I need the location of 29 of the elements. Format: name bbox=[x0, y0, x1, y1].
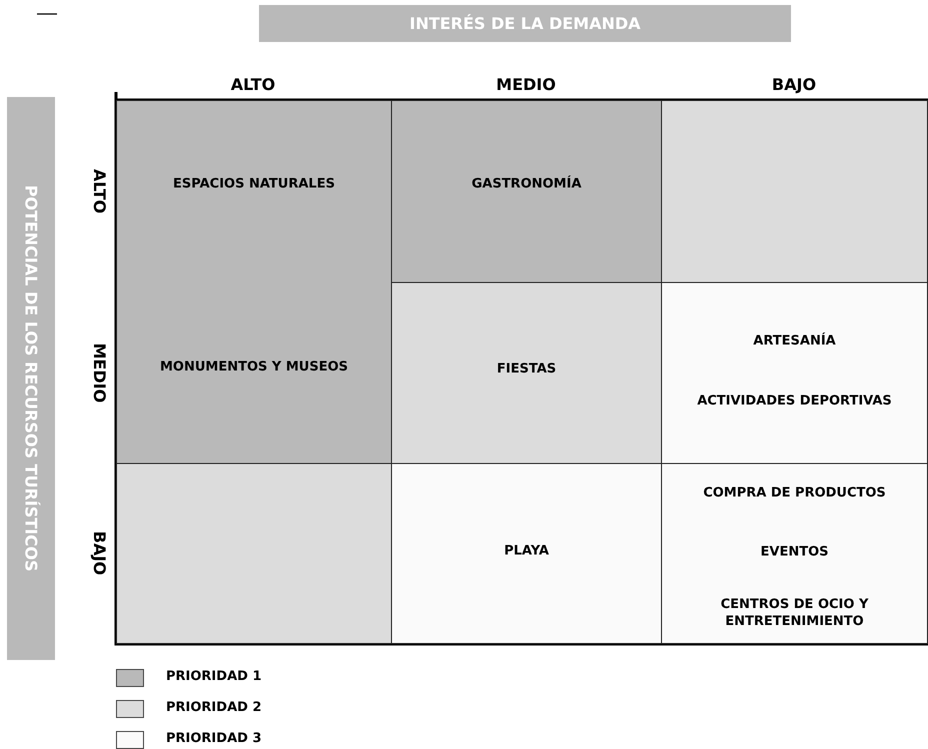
item-label: CENTROS DE OCIO Y ENTRETENIMIENTO bbox=[720, 596, 870, 630]
axis-title: POTENCIAL DE LOS RECURSOS TURÍSTICOS bbox=[22, 185, 40, 572]
row-header: BAJO bbox=[90, 530, 109, 578]
item-label: MONUMENTOS Y MUSEOS bbox=[158, 358, 350, 376]
side-band bbox=[7, 97, 55, 660]
column-header: BAJO bbox=[770, 75, 818, 94]
item-label: PLAYA bbox=[503, 542, 550, 560]
legend-label: PRIORIDAD 2 bbox=[166, 700, 262, 715]
item-label: COMPRA DE PRODUCTOS bbox=[702, 484, 887, 502]
matrix-cell bbox=[116, 100, 392, 464]
item-label: EVENTOS bbox=[760, 544, 830, 560]
axis-title: INTERÉS DE LA DEMANDA bbox=[409, 14, 641, 33]
item-label: GASTRONOMÍA bbox=[470, 176, 582, 192]
column-header: MEDIO bbox=[495, 75, 557, 94]
legend-label: PRIORIDAD 3 bbox=[166, 731, 262, 746]
legend-label: PRIORIDAD 1 bbox=[166, 669, 262, 684]
matrix-cell bbox=[391, 282, 662, 464]
matrix-cell bbox=[391, 463, 662, 644]
item-label: ARTESANÍA bbox=[752, 332, 837, 350]
matrix-cell bbox=[391, 100, 662, 283]
row-header: MEDIO bbox=[90, 342, 109, 405]
header-band bbox=[259, 5, 791, 42]
matrix-cell bbox=[661, 463, 928, 644]
item-label: ACTIVIDADES DEPORTIVAS bbox=[696, 392, 893, 410]
column-header: ALTO bbox=[230, 75, 276, 94]
item-label: FIESTAS bbox=[496, 360, 558, 378]
item-label: ESPACIOS NATURALES bbox=[172, 176, 336, 192]
matrix-cell bbox=[661, 282, 928, 464]
row-header: ALTO bbox=[90, 168, 109, 216]
